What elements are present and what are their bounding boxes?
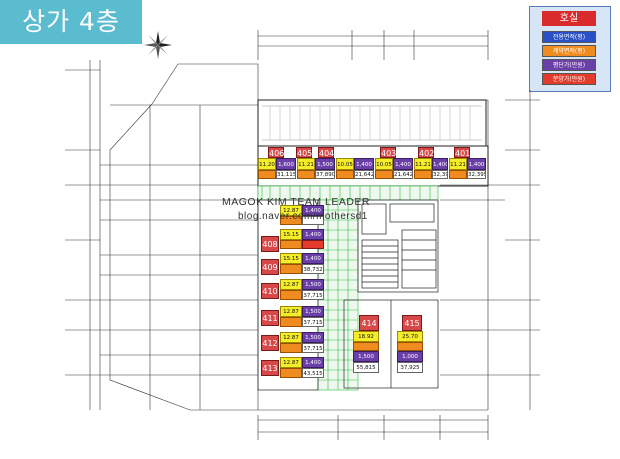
unit-409-total: 38,732 [302, 264, 324, 274]
unit-401-contract [449, 170, 467, 179]
unit-label-408: 408 [261, 236, 279, 252]
unit-409-price-per: 1,400 [302, 253, 324, 264]
unit-401-area: 11.21 [449, 158, 467, 170]
unit-label-414: 414 [359, 315, 379, 331]
unit-404-contract [336, 170, 354, 179]
unit-label-411: 411 [261, 310, 279, 326]
unit-403-contract [375, 170, 393, 179]
unit-label-413: 413 [261, 360, 279, 376]
legend-header: 호실 [542, 11, 596, 26]
unit-411-total: 37,715 [302, 317, 324, 327]
unit-410-area: 12.87 [280, 279, 302, 290]
unit-414-price-per: 1,500 [353, 351, 379, 362]
unit-406-contract [258, 170, 276, 179]
unit-405-price-per: 1,500 [315, 158, 335, 170]
unit-415-contract [397, 342, 423, 351]
unit-408-contract [280, 240, 302, 249]
unit-407-area: 12.87 [280, 205, 302, 216]
unit-405-total: 37,890 [315, 170, 335, 179]
watermark-line-1: MAGOK KIM TEAM LEADER [222, 196, 370, 208]
unit-406-price-per: 1,600 [276, 158, 296, 170]
unit-412-contract [280, 343, 302, 353]
north-compass-icon [144, 31, 172, 59]
legend-item-contract-area: 계약면적(평) [542, 45, 596, 57]
unit-415-total: 37,925 [397, 362, 423, 373]
unit-label-404: 404 [318, 147, 335, 158]
unit-401-total: 32,395 [467, 170, 486, 179]
unit-410-contract [280, 290, 302, 300]
unit-404-total: 21,642 [354, 170, 374, 179]
unit-407-contract [280, 216, 302, 225]
unit-407-total [302, 216, 324, 225]
unit-413-price-per: 1,400 [302, 357, 324, 368]
unit-413-area: 12.87 [280, 357, 302, 368]
unit-412-area: 12.87 [280, 332, 302, 343]
unit-408-area: 15.15 [280, 229, 302, 240]
unit-405-contract [297, 170, 315, 179]
unit-405-area: 11.21 [297, 158, 315, 170]
unit-409-area: 15.15 [280, 253, 302, 264]
unit-403-price-per: 1,400 [393, 158, 413, 170]
unit-label-405: 405 [296, 147, 313, 158]
unit-408-total [302, 240, 324, 249]
unit-414-contract [353, 342, 379, 351]
legend-item-price-per-pyeong: 평단가(만원) [542, 59, 596, 71]
unit-label-412: 412 [261, 335, 279, 351]
unit-406-area: 11.20 [258, 158, 276, 170]
unit-label-415: 415 [402, 315, 422, 331]
unit-411-contract [280, 317, 302, 327]
unit-406-total: 31,115 [276, 170, 296, 179]
unit-411-area: 12.87 [280, 306, 302, 317]
unit-413-contract [280, 368, 302, 378]
unit-402-contract [414, 170, 432, 179]
unit-label-401: 401 [454, 147, 471, 158]
floor-title: 상가 4층 [0, 0, 142, 44]
unit-label-403: 403 [380, 147, 397, 158]
unit-409-contract [280, 264, 302, 274]
unit-402-area: 11.21 [414, 158, 432, 170]
legend-item-exclusive-area: 전용면적(평) [542, 31, 596, 43]
unit-label-409: 409 [261, 259, 279, 275]
unit-403-total: 21,642 [393, 170, 413, 179]
unit-408-price-per: 1,400 [302, 229, 324, 240]
unit-404-area: 10.05 [336, 158, 354, 170]
watermark-line-2: blog.naver.com/mothersd1 [238, 211, 368, 222]
unit-411-price-per: 1,500 [302, 306, 324, 317]
unit-label-406: 406 [268, 147, 285, 158]
unit-404-price-per: 1,400 [354, 158, 374, 170]
unit-414-total: 55,815 [353, 362, 379, 373]
unit-415-area: 25.70 [397, 331, 423, 342]
legend-panel: 호실 전용면적(평) 계약면적(평) 평단가(만원) 분양가(만원) [529, 6, 611, 92]
unit-403-area: 10.05 [375, 158, 393, 170]
unit-413-total: 43,515 [302, 368, 324, 378]
unit-label-402: 402 [418, 147, 435, 158]
unit-412-total: 37,715 [302, 343, 324, 353]
unit-414-area: 18.92 [353, 331, 379, 342]
unit-415-price-per: 1,000 [397, 351, 423, 362]
unit-407-price-per: 1,400 [302, 205, 324, 216]
unit-410-price-per: 1,500 [302, 279, 324, 290]
legend-item-sale-price: 분양가(만원) [542, 73, 596, 85]
unit-402-total: 32,395 [432, 170, 448, 179]
unit-412-price-per: 1,500 [302, 332, 324, 343]
unit-402-price-per: 1,400 [432, 158, 448, 170]
unit-410-total: 37,715 [302, 290, 324, 300]
unit-401-price-per: 1,400 [467, 158, 486, 170]
unit-label-410: 410 [261, 283, 279, 299]
